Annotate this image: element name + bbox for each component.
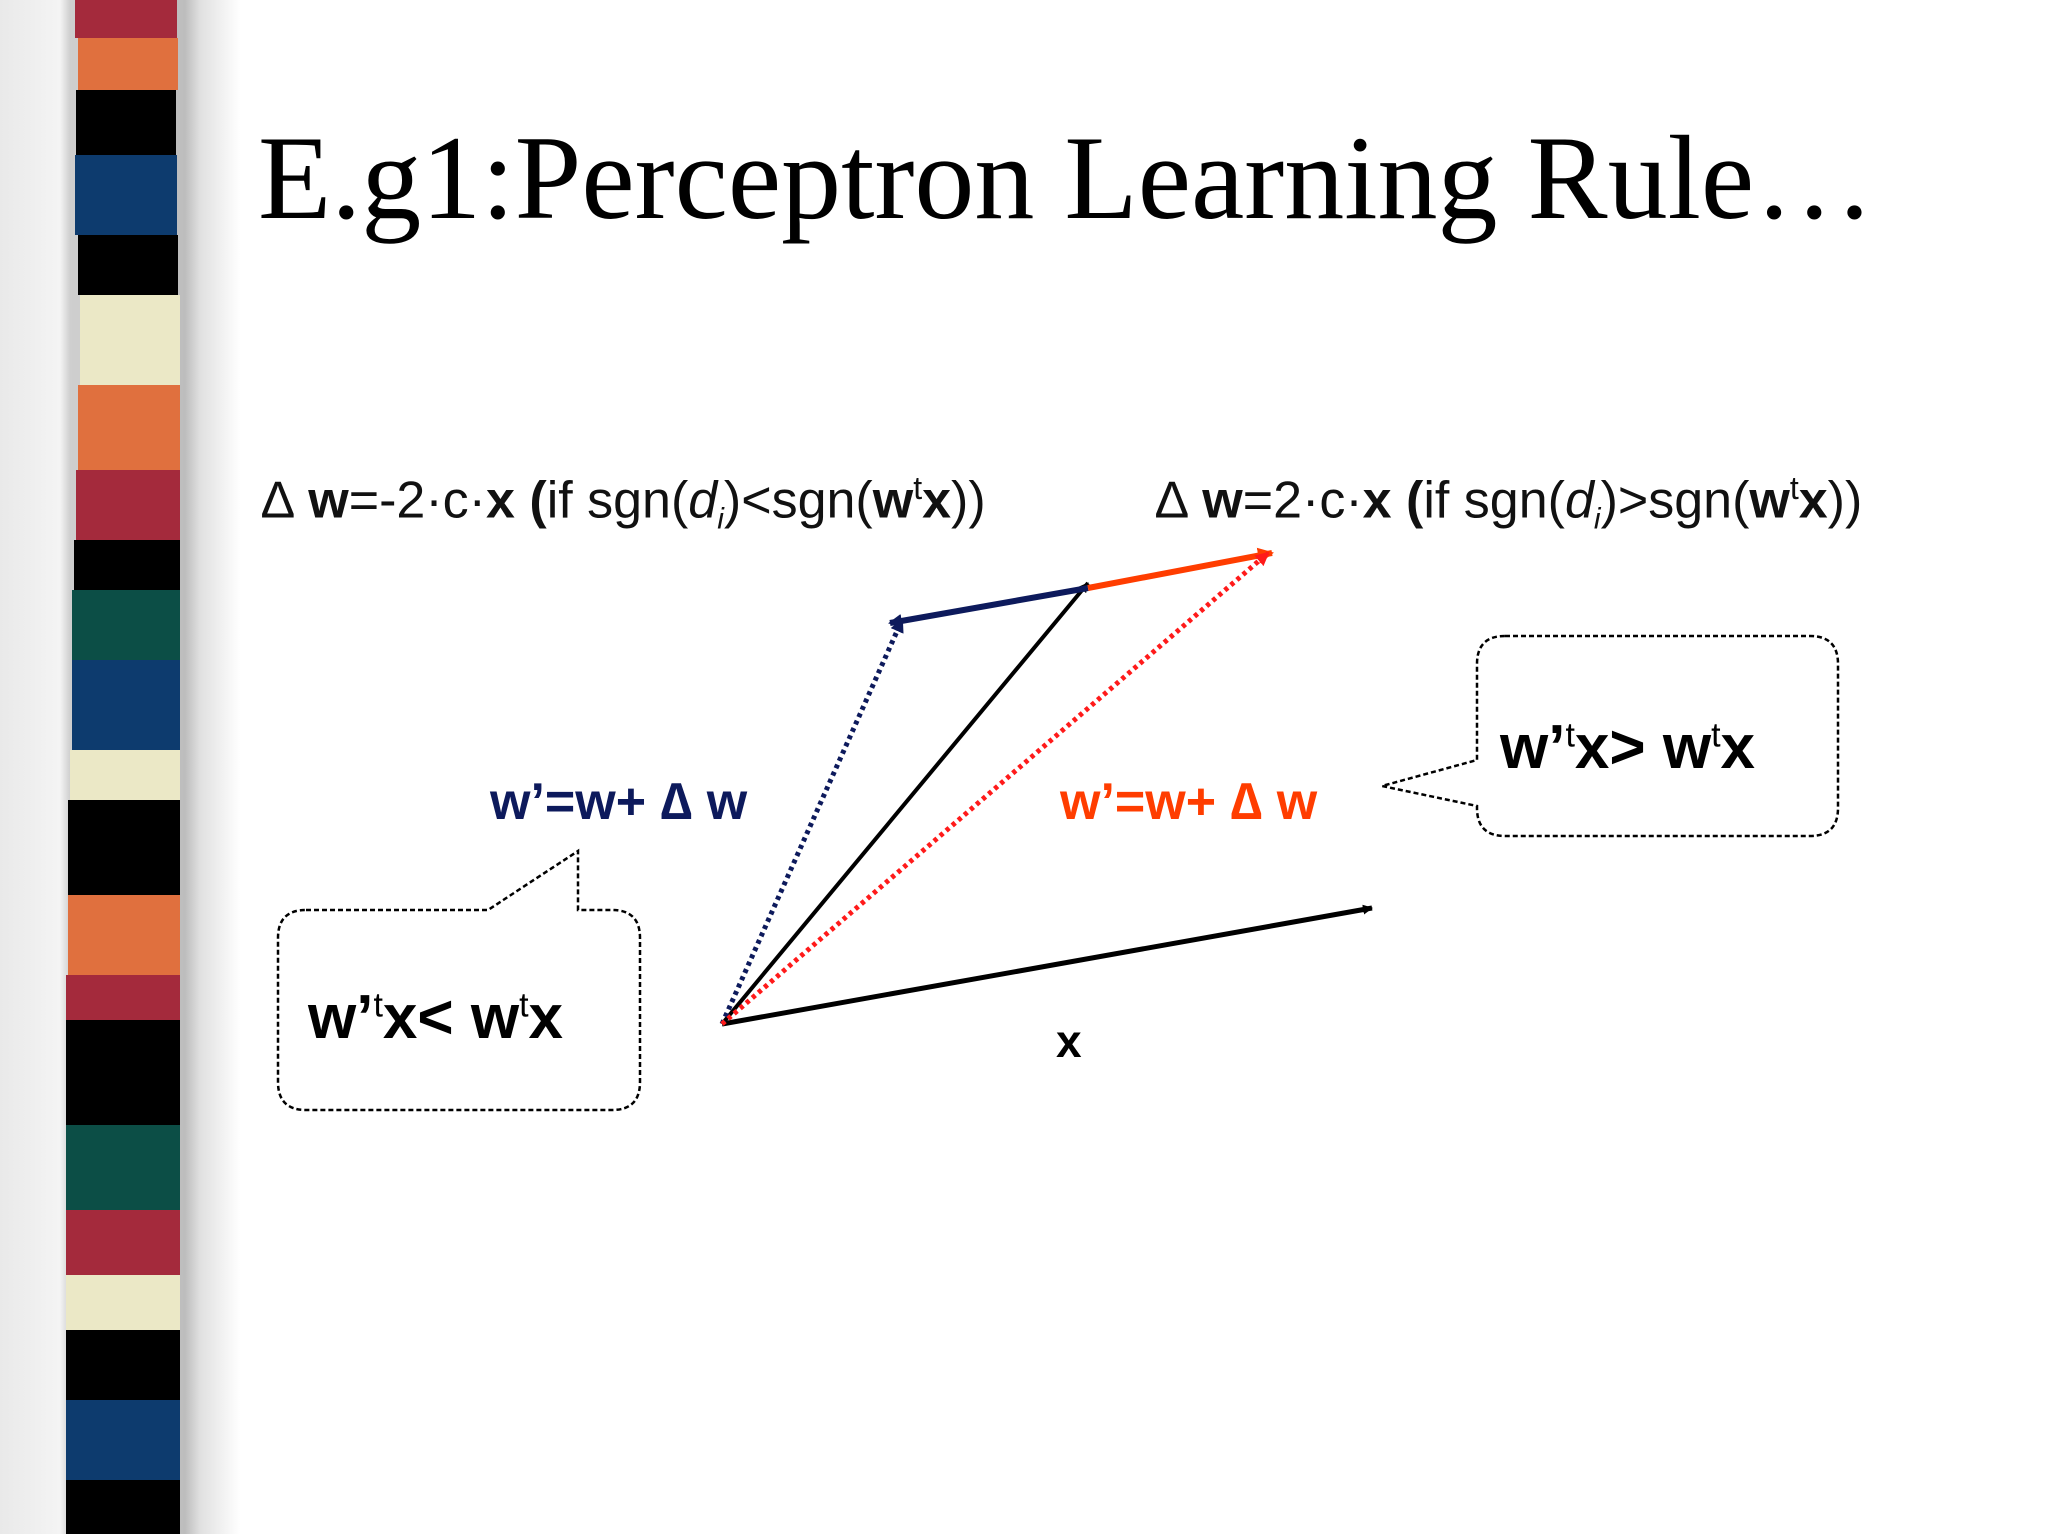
formula-close: )) — [1827, 471, 1863, 530]
x-vector-label: x — [1056, 1015, 1082, 1067]
formula-wt-w: w — [872, 471, 914, 530]
formula-right: ∆ w=2·c·x (if sgn(di)>sgn(wtx)) — [1156, 470, 1862, 537]
formula-eq: =2·c· — [1242, 471, 1363, 530]
formula-x: x — [1362, 471, 1392, 530]
decorative-stripe — [66, 0, 180, 1534]
formula-close: )) — [951, 471, 986, 530]
w-prime-red-label: w’=w+ ∆ w — [1060, 773, 1318, 831]
formula-t: t — [1789, 470, 1799, 506]
slide-title: E.g1:Perceptron Learning Rule… — [258, 111, 1875, 244]
x-vector-arrow — [721, 904, 1373, 1027]
formula-open-paren: ( — [1406, 471, 1424, 530]
formula-w: w — [1202, 471, 1243, 530]
formula-d: d — [688, 471, 718, 530]
delta-symbol: ∆ — [262, 471, 294, 530]
formula-mid: )<sgn( — [723, 471, 873, 530]
formula-eq: =-2·c· — [348, 471, 486, 530]
callout-right-text: w’tx> wtx — [1500, 713, 1755, 782]
formula-wt-w: w — [1749, 471, 1790, 530]
formula-x: x — [485, 471, 515, 530]
formula-mid: )>sgn( — [1600, 471, 1750, 530]
delta-w-positive-arrow — [1087, 547, 1274, 591]
formula-left: ∆ w=-2·c·x (if sgn(di)<sgn(wtx)) — [262, 470, 986, 537]
formula-i: i — [1593, 502, 1601, 536]
formula-w: w — [308, 471, 349, 530]
formula-d: d — [1564, 471, 1594, 530]
w-prime-blue-label: w’=w+ ∆ w — [490, 773, 748, 831]
callout-right-bubble — [1381, 634, 1840, 838]
delta-w-negative-arrow — [888, 585, 1089, 628]
formula-wt-x: x — [1798, 471, 1828, 530]
formula-wt-x: x — [922, 471, 951, 530]
delta-symbol: ∆ — [1156, 471, 1188, 530]
formula-open-paren: ( — [529, 471, 547, 530]
w-prime-red-dotted-arrow — [720, 551, 1270, 1026]
callout-left-bubble — [276, 848, 642, 1112]
formula-t: t — [913, 470, 923, 506]
formula-if-sgn: if sgn( — [1423, 471, 1565, 530]
w-prime-blue-dotted-arrow — [719, 618, 905, 1026]
formula-if-sgn: if sgn( — [546, 471, 689, 530]
callout-left-text: w’tx< wtx — [308, 983, 563, 1052]
w-vector-arrow — [720, 581, 1090, 1026]
formula-i: i — [717, 502, 724, 536]
